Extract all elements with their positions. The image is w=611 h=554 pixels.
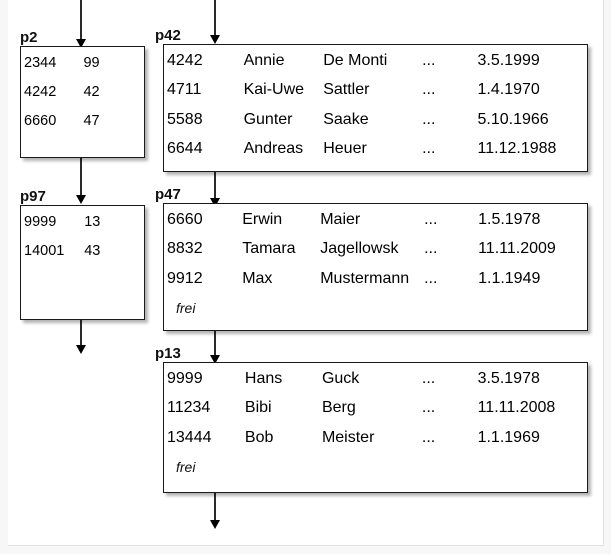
node-label-p13: p13	[155, 345, 181, 362]
index-pointer: 13	[84, 213, 101, 230]
index-key: 2344	[24, 54, 57, 71]
record-firstname: Max	[242, 269, 273, 287]
record-lastname: De Monti	[323, 51, 388, 69]
record-id: 8832	[167, 240, 203, 258]
table-row[interactable]: 9912 Max Mustermann ... 1.1.1949	[166, 265, 568, 293]
record-ellipsis: ...	[421, 399, 436, 417]
data-table-p13: 9999 Hans Guck ... 3.5.1978 11234 Bibi B…	[164, 363, 570, 454]
record-firstname: Erwin	[242, 210, 283, 228]
table-row[interactable]: 4242 Annie De Monti ... 3.5.1999	[166, 47, 568, 75]
index-pointer: 43	[84, 242, 101, 259]
table-row[interactable]: 5588 Gunter Saake ... 5.10.1966	[166, 106, 568, 134]
index-table-p2: 2344 99 4242 42 6660 47	[21, 47, 115, 136]
record-ellipsis: ...	[421, 428, 436, 446]
table-row[interactable]: 13444 Bob Meister ... 1.1.1969	[166, 424, 568, 452]
record-id: 9912	[167, 269, 203, 287]
record-lastname: Maier	[320, 210, 361, 228]
index-node-p2[interactable]: 2344 99 4242 42 6660 47	[20, 46, 145, 158]
record-lastname: Jagellowsk	[320, 240, 399, 258]
record-lastname: Sattler	[323, 81, 370, 99]
record-id: 5588	[167, 110, 203, 128]
record-date: 1.5.1978	[478, 210, 541, 228]
data-node-p13[interactable]: 9999 Hans Guck ... 3.5.1978 11234 Bibi B…	[163, 362, 588, 493]
table-row[interactable]: 8832 Tamara Jagellowsk ... 11.11.2009	[166, 236, 568, 264]
node-label-p47: p47	[155, 186, 181, 203]
record-date: 1.1.1969	[477, 428, 540, 446]
table-row[interactable]: 4242 42	[23, 78, 113, 105]
record-date: 1.4.1970	[477, 81, 540, 99]
table-row[interactable]: 4711 Kai-Uwe Sattler ... 1.4.1970	[166, 77, 568, 105]
table-row[interactable]: 6660 Erwin Maier ... 1.5.1978	[166, 206, 568, 234]
table-row[interactable]: 11234 Bibi Berg ... 11.11.2008	[166, 395, 568, 423]
data-node-p42[interactable]: 4242 Annie De Monti ... 3.5.1999 4711 Ka…	[163, 44, 588, 172]
index-pointer: 47	[83, 112, 100, 129]
record-ellipsis: ...	[424, 269, 438, 287]
record-ellipsis: ...	[421, 369, 436, 387]
table-row[interactable]: 2344 99	[23, 49, 113, 76]
index-pointer: 99	[83, 54, 100, 71]
record-date: 5.10.1966	[477, 110, 549, 128]
index-key: 9999	[24, 213, 57, 230]
record-ellipsis: ...	[422, 81, 436, 99]
record-date: 3.5.1978	[477, 369, 540, 387]
record-firstname: Kai-Uwe	[243, 81, 305, 99]
index-key: 4242	[24, 83, 57, 100]
record-lastname: Berg	[321, 399, 356, 417]
node-label-p97: p97	[20, 188, 46, 205]
record-date: 3.5.1999	[477, 51, 540, 69]
record-id: 11234	[167, 399, 211, 417]
record-ellipsis: ...	[422, 51, 436, 69]
record-lastname: Saake	[323, 110, 369, 128]
record-firstname: Annie	[243, 51, 285, 69]
record-date: 11.11.2008	[477, 399, 556, 417]
index-pointer: 42	[83, 83, 100, 100]
record-firstname: Gunter	[243, 110, 293, 128]
record-lastname: Meister	[321, 428, 375, 446]
table-row[interactable]: 9999 Hans Guck ... 3.5.1978	[166, 365, 568, 393]
record-ellipsis: ...	[424, 210, 438, 228]
node-label-p2: p2	[20, 29, 38, 46]
table-row[interactable]: 9999 13	[23, 208, 113, 235]
diagram-canvas: p2 2344 99 4242 42 6660 47 p97 9999 13	[8, 0, 604, 546]
data-table-p47: 6660 Erwin Maier ... 1.5.1978 8832 Tamar…	[164, 204, 570, 295]
record-ellipsis: ...	[422, 140, 436, 158]
record-id: 6660	[167, 210, 203, 228]
record-id: 4242	[167, 51, 203, 69]
data-node-p47[interactable]: 6660 Erwin Maier ... 1.5.1978 8832 Tamar…	[163, 203, 588, 331]
free-space-label-p47: frei	[176, 300, 196, 316]
record-date: 1.1.1949	[478, 269, 541, 287]
record-id: 4711	[167, 81, 202, 99]
node-label-p42: p42	[155, 27, 181, 44]
table-row[interactable]: 14001 43	[23, 237, 113, 264]
free-space-label-p13: frei	[176, 459, 196, 475]
data-table-p42: 4242 Annie De Monti ... 3.5.1999 4711 Ka…	[164, 45, 570, 165]
table-row[interactable]: 6644 Andreas Heuer ... 11.12.1988	[166, 136, 568, 164]
record-lastname: Heuer	[323, 140, 367, 158]
index-table-p97: 9999 13 14001 43	[21, 206, 115, 266]
record-firstname: Tamara	[242, 240, 296, 258]
record-firstname: Bibi	[244, 399, 272, 417]
record-ellipsis: ...	[424, 240, 438, 258]
record-id: 6644	[167, 140, 203, 158]
record-lastname: Guck	[321, 369, 360, 387]
table-row[interactable]: 6660 47	[23, 107, 113, 134]
record-date: 11.11.2009	[478, 240, 556, 258]
index-key: 6660	[24, 112, 57, 129]
record-id: 13444	[167, 428, 212, 446]
record-firstname: Bob	[244, 428, 274, 446]
record-date: 11.12.1988	[477, 140, 557, 158]
index-node-p97[interactable]: 9999 13 14001 43	[20, 205, 145, 320]
record-id: 9999	[167, 369, 203, 387]
record-lastname: Mustermann	[320, 269, 410, 287]
record-ellipsis: ...	[422, 110, 436, 128]
record-firstname: Andreas	[243, 140, 304, 158]
record-firstname: Hans	[244, 369, 283, 387]
index-key: 14001	[24, 242, 65, 259]
